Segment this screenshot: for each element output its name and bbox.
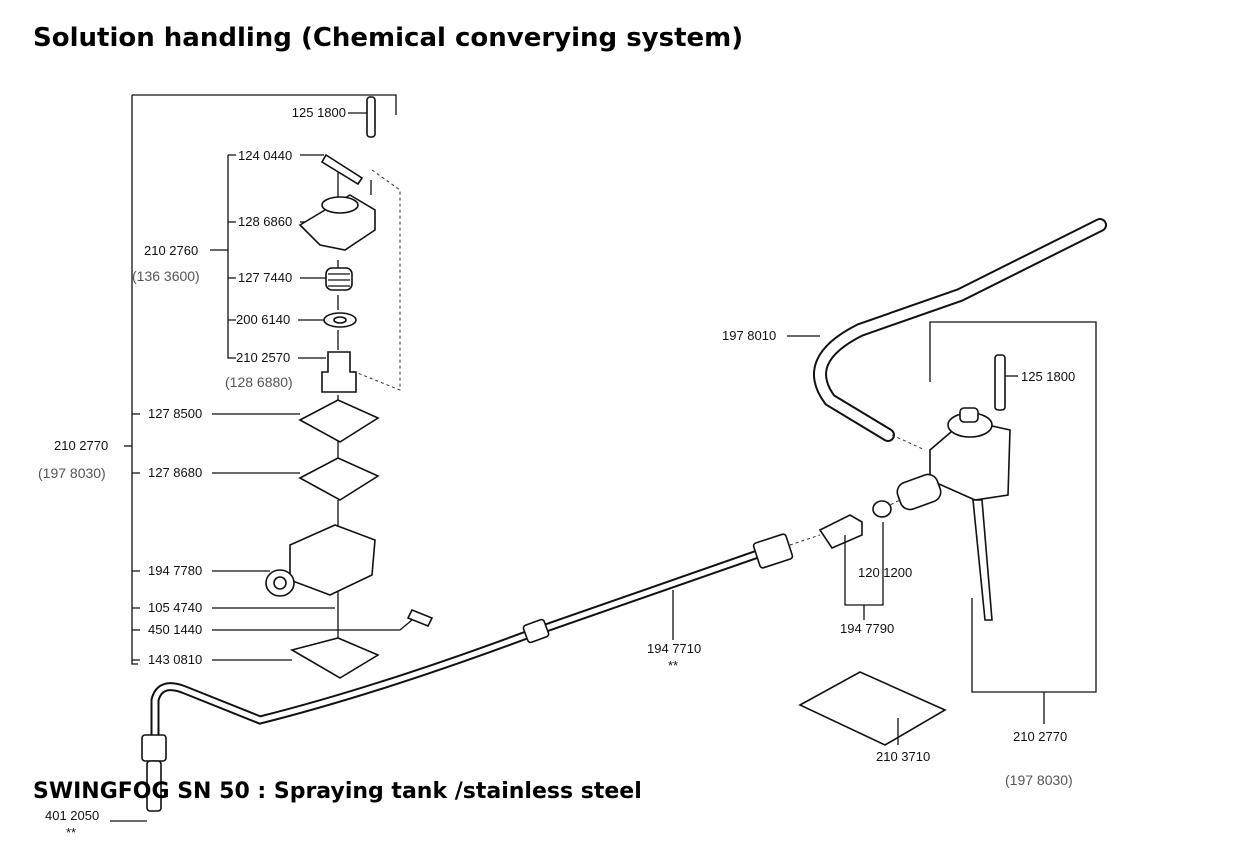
part-label: 124 0440 xyxy=(238,148,292,163)
part-label: 127 7440 xyxy=(238,270,292,285)
part-label: 125 1800 xyxy=(292,105,346,120)
part-alt-label: (128 6880) xyxy=(225,374,293,390)
part-label: 105 4740 xyxy=(148,600,202,615)
part-label: 210 2760 xyxy=(144,243,198,258)
valve-part xyxy=(321,351,357,393)
part-label: 194 7790 xyxy=(840,621,894,636)
part-label: 197 8010 xyxy=(722,328,776,343)
part-label: 210 2770 xyxy=(54,438,108,453)
part-alt-label: (136 3600) xyxy=(132,268,200,284)
part-label: 120 1200 xyxy=(858,565,912,580)
gasket-part xyxy=(298,457,380,501)
part-label: 194 7710 xyxy=(647,641,701,656)
part-label: 210 3710 xyxy=(876,749,930,764)
screw-part xyxy=(366,96,376,138)
part-note: ** xyxy=(66,825,76,840)
right-pump-parts xyxy=(798,354,1011,746)
part-label: 125 1800 xyxy=(1021,369,1075,384)
diagram-title: Solution handling (Chemical converying s… xyxy=(33,23,743,53)
part-label: 127 8680 xyxy=(148,465,202,480)
part-label: 128 6860 xyxy=(238,214,292,229)
pump-body-part xyxy=(289,524,376,596)
spring-part xyxy=(325,267,353,291)
part-label: 210 2570 xyxy=(236,350,290,365)
part-label: 210 2770 xyxy=(1013,729,1067,744)
part-label: 200 6140 xyxy=(236,312,290,327)
part-label: 127 8500 xyxy=(148,406,202,421)
diagram-subtitle: SWINGFOG SN 50 : Spraying tank /stainles… xyxy=(33,779,642,804)
part-label: 450 1440 xyxy=(148,622,202,637)
part-alt-label: (197 8030) xyxy=(1005,772,1073,788)
part-label: 143 0810 xyxy=(148,652,202,667)
part-note: ** xyxy=(668,658,678,673)
hoses xyxy=(141,218,1107,812)
part-label: 401 2050 xyxy=(45,808,99,823)
part-alt-label: (197 8030) xyxy=(38,465,106,481)
pin-part xyxy=(320,153,364,186)
left-pump-parts xyxy=(265,96,434,679)
diaphragm-part xyxy=(298,399,380,443)
cover-part xyxy=(289,637,380,679)
seal-kit-bag xyxy=(798,671,947,746)
right-brackets xyxy=(110,321,1097,822)
nipple-part xyxy=(406,608,434,628)
part-label: 194 7780 xyxy=(148,563,202,578)
